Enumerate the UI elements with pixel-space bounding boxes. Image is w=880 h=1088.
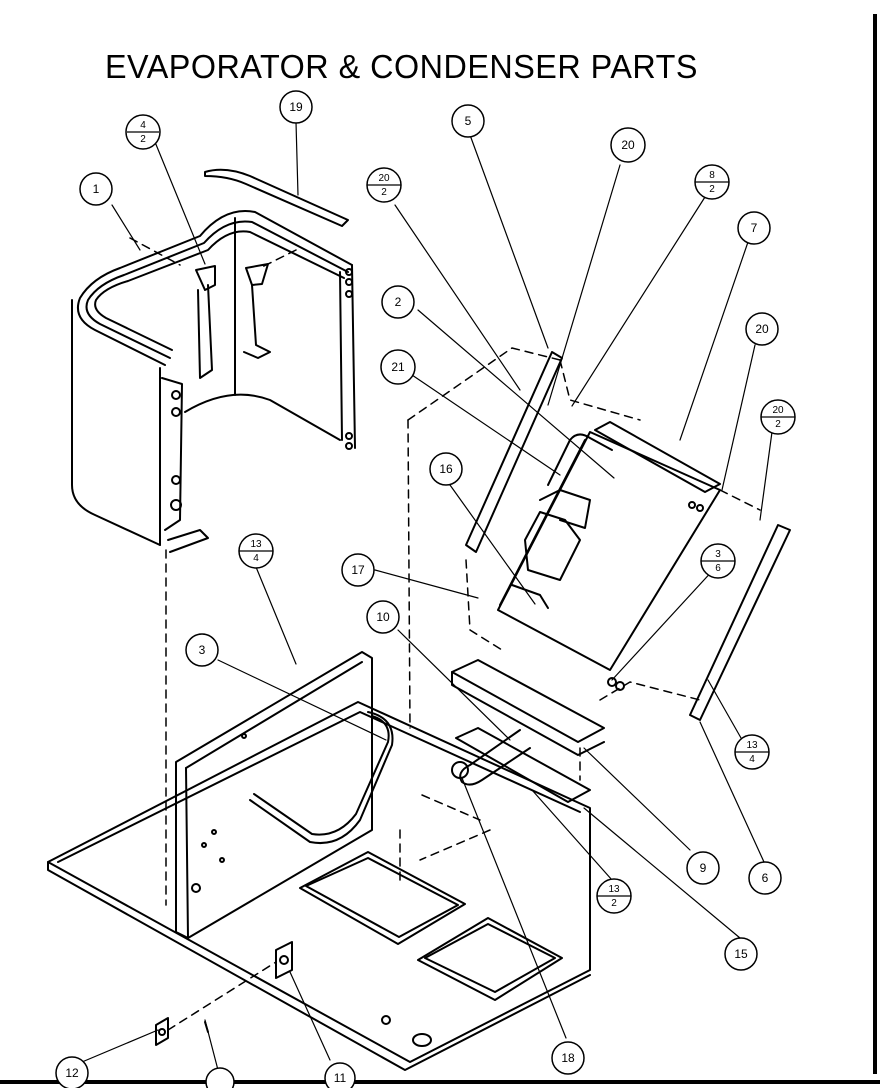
- callout-10: 10: [376, 610, 390, 624]
- callout-3: 3: [199, 643, 206, 657]
- callout-8-2-bottom: 2: [709, 184, 715, 195]
- callout-1: 1: [93, 182, 100, 196]
- callout-13-4-a-top: 13: [250, 539, 262, 550]
- callout-19: 19: [289, 100, 303, 114]
- page-border-bottom: [0, 1080, 880, 1084]
- phantom-lines: [129, 237, 761, 1031]
- callout-21: 21: [391, 360, 405, 374]
- callout-7: 7: [751, 221, 758, 235]
- callout-20-2-a-top: 20: [378, 173, 390, 184]
- callout-20-2-a-bottom: 2: [381, 187, 387, 198]
- callout-17: 17: [351, 563, 365, 577]
- callout-3-6-top: 3: [715, 549, 721, 560]
- callout-8-2-top: 8: [709, 170, 715, 181]
- callout-20-2-b-top: 20: [772, 405, 784, 416]
- callout-13-4-a-bottom: 4: [253, 553, 259, 564]
- callout-13-2-top: 13: [608, 884, 620, 895]
- callout-12: 12: [65, 1066, 79, 1080]
- callout-6: 6: [762, 871, 769, 885]
- callout-16: 16: [439, 462, 453, 476]
- leader-lines: [81, 121, 773, 1071]
- callout-20-2-b-bottom: 2: [775, 419, 781, 430]
- callout-2: 2: [395, 295, 402, 309]
- callout-20-b: 20: [755, 322, 769, 336]
- lower-tray-parts: [451, 659, 605, 803]
- partition-panel-part-3: [175, 651, 394, 939]
- callout-18: 18: [561, 1051, 575, 1065]
- callout-13-4-b-top: 13: [746, 740, 758, 751]
- top-strip-part-19: [204, 168, 349, 227]
- callout-13-2-bottom: 2: [611, 898, 617, 909]
- callout-3-6-bottom: 6: [715, 563, 721, 574]
- callout-20-a: 20: [621, 138, 635, 152]
- diagram-title: EVAPORATOR & CONDENSER PARTS: [105, 48, 698, 85]
- page-border-right: [873, 14, 877, 1074]
- callout-4-2-bottom: 2: [140, 134, 146, 145]
- callout-5: 5: [465, 114, 472, 128]
- callout-9: 9: [700, 861, 707, 875]
- callout-4-2-top: 4: [140, 120, 146, 131]
- coil-wrap-part-1: [71, 210, 356, 553]
- base-pan: [47, 701, 591, 1071]
- callout-15: 15: [734, 947, 748, 961]
- callout-11: 11: [334, 1071, 347, 1085]
- callout-13-4-b-bottom: 4: [749, 754, 755, 765]
